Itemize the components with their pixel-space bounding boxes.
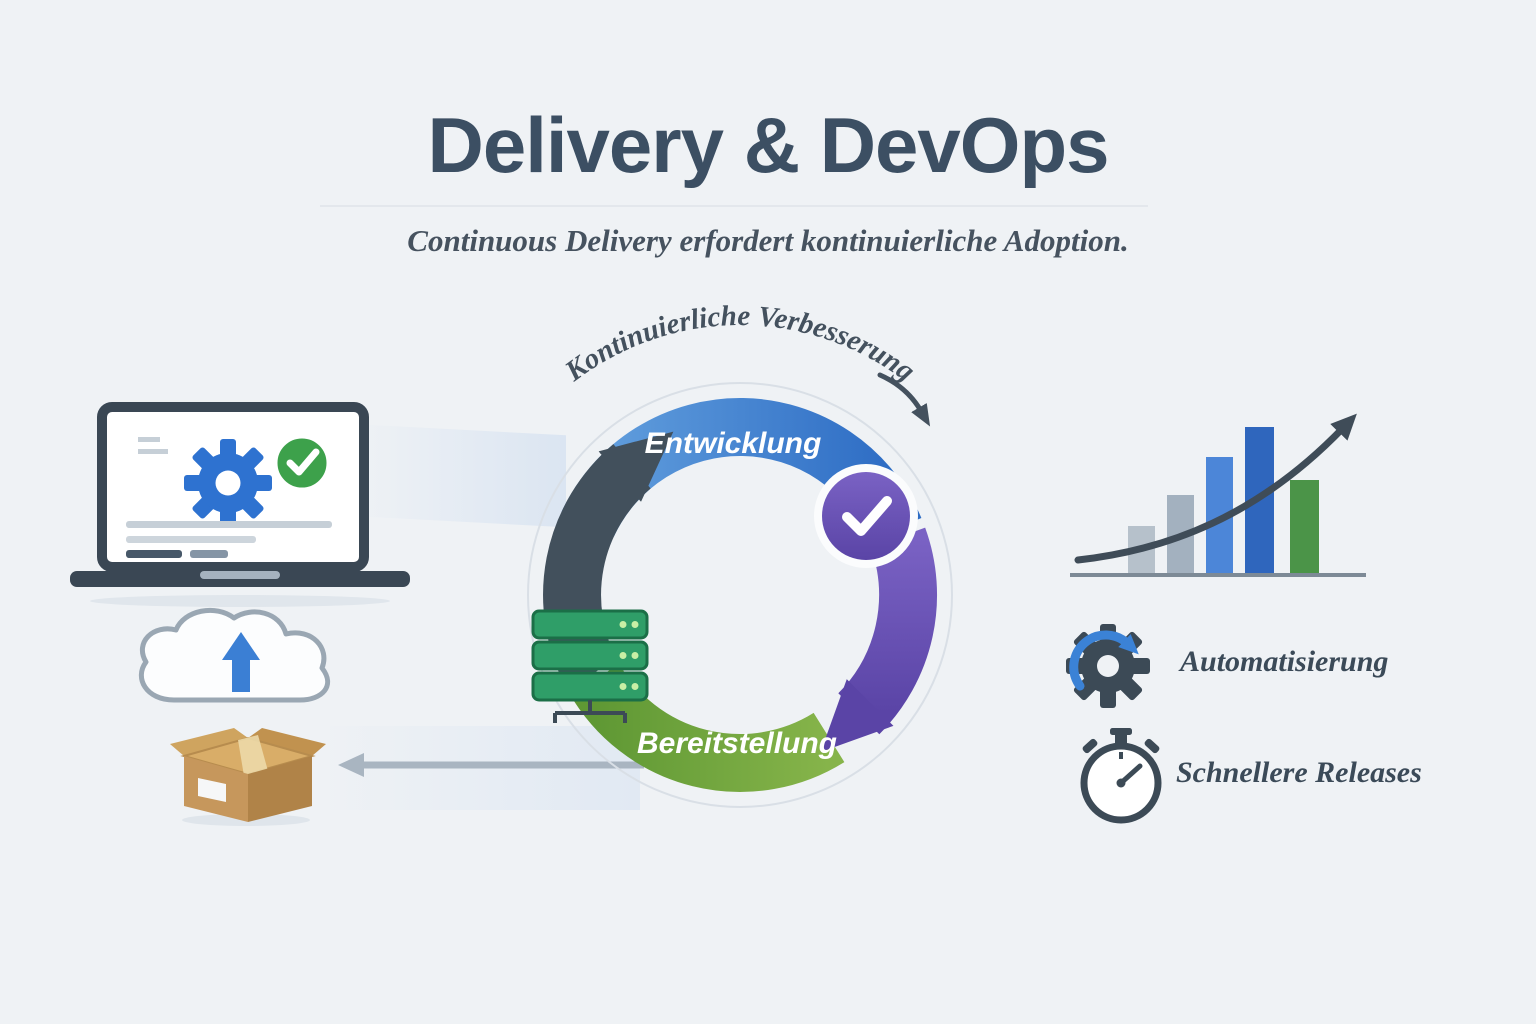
box-tape xyxy=(238,735,268,776)
svg-text:Kontinuierliche Verbesserung: Kontinuierliche Verbesserung xyxy=(558,300,920,388)
screen-text-line xyxy=(126,550,182,558)
automation-label: Automatisierung xyxy=(1180,645,1389,678)
screen-text-line xyxy=(138,449,168,454)
page-subtitle: Continuous Delivery erfordert kontinuier… xyxy=(407,223,1129,258)
title-divider xyxy=(320,205,1148,207)
arc-verification xyxy=(820,527,937,752)
laptop-icon xyxy=(70,402,410,607)
chart-bar xyxy=(1290,480,1319,575)
box-label xyxy=(198,778,226,802)
cycle-outer-ring xyxy=(527,382,953,808)
arc-deployment xyxy=(569,663,845,792)
check-badge-icon xyxy=(814,464,918,568)
cycle-deployment-label: Bereitstellung xyxy=(637,727,837,760)
cycle-curve-label: Kontinuierliche Verbesserung xyxy=(558,300,920,388)
laptop-shadow xyxy=(90,595,390,607)
automation-gear-icon xyxy=(1066,624,1150,708)
improvement-arrow-icon xyxy=(877,372,931,427)
stopwatch-icon xyxy=(1080,728,1162,824)
screen-text-line xyxy=(190,550,228,558)
cloud-upload-icon xyxy=(138,607,330,703)
package-box-icon xyxy=(170,728,326,826)
check-circle-icon xyxy=(274,435,330,491)
growth-arrow-icon xyxy=(1074,413,1357,564)
box-flap-left xyxy=(170,728,248,756)
box-front-right xyxy=(248,756,312,822)
arrow-up-icon xyxy=(222,632,260,692)
growth-bar-chart-icon xyxy=(1070,413,1366,577)
devops-cycle-diagram: Entwicklung Bereitstellung Kontinuierlic… xyxy=(527,300,953,808)
automation-arrow xyxy=(1069,630,1139,691)
server-stack-icon xyxy=(531,609,649,723)
screen-text-line xyxy=(126,521,332,528)
laptop-base-notch xyxy=(200,571,280,579)
cycle-development-label: Entwicklung xyxy=(645,427,822,460)
releases-label: Schnellere Releases xyxy=(1176,756,1422,789)
screen-text-line xyxy=(126,536,256,543)
delivery-arrow-icon xyxy=(338,753,644,777)
screen-text-line xyxy=(138,437,160,442)
page-title: Delivery & DevOps xyxy=(427,101,1109,189)
box-flap-right xyxy=(248,728,326,756)
gear-icon xyxy=(184,439,272,527)
